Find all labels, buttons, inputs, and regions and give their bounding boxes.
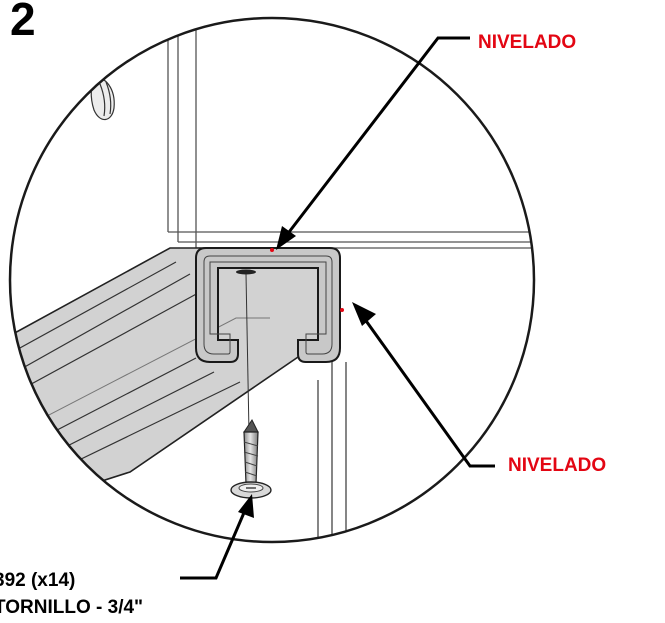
level-mark-side — [340, 308, 344, 312]
arrowheads — [238, 226, 376, 518]
leader-lines — [180, 36, 495, 580]
magnifier-circle — [8, 16, 536, 544]
c-channel-end — [195, 247, 341, 363]
arrowhead-top — [276, 226, 296, 250]
part-code-qty: 392 (x14) — [0, 570, 76, 591]
level-mark-top — [270, 248, 274, 252]
leader-part — [180, 507, 248, 580]
knob-detail — [90, 77, 115, 121]
cabinet-panel — [167, 30, 534, 249]
screw-icon — [230, 419, 272, 499]
step-number: 2 — [10, 0, 36, 45]
part-name: TORNILLO - 3/4" — [0, 597, 144, 618]
leader-top — [284, 36, 470, 237]
leader-right — [362, 317, 495, 468]
level-callout-right: NIVELADO — [508, 455, 607, 476]
level-callout-top: NIVELADO — [478, 32, 577, 53]
arrowhead-part — [238, 494, 254, 518]
wall-edge — [317, 362, 347, 540]
arrowhead-right — [352, 302, 376, 326]
